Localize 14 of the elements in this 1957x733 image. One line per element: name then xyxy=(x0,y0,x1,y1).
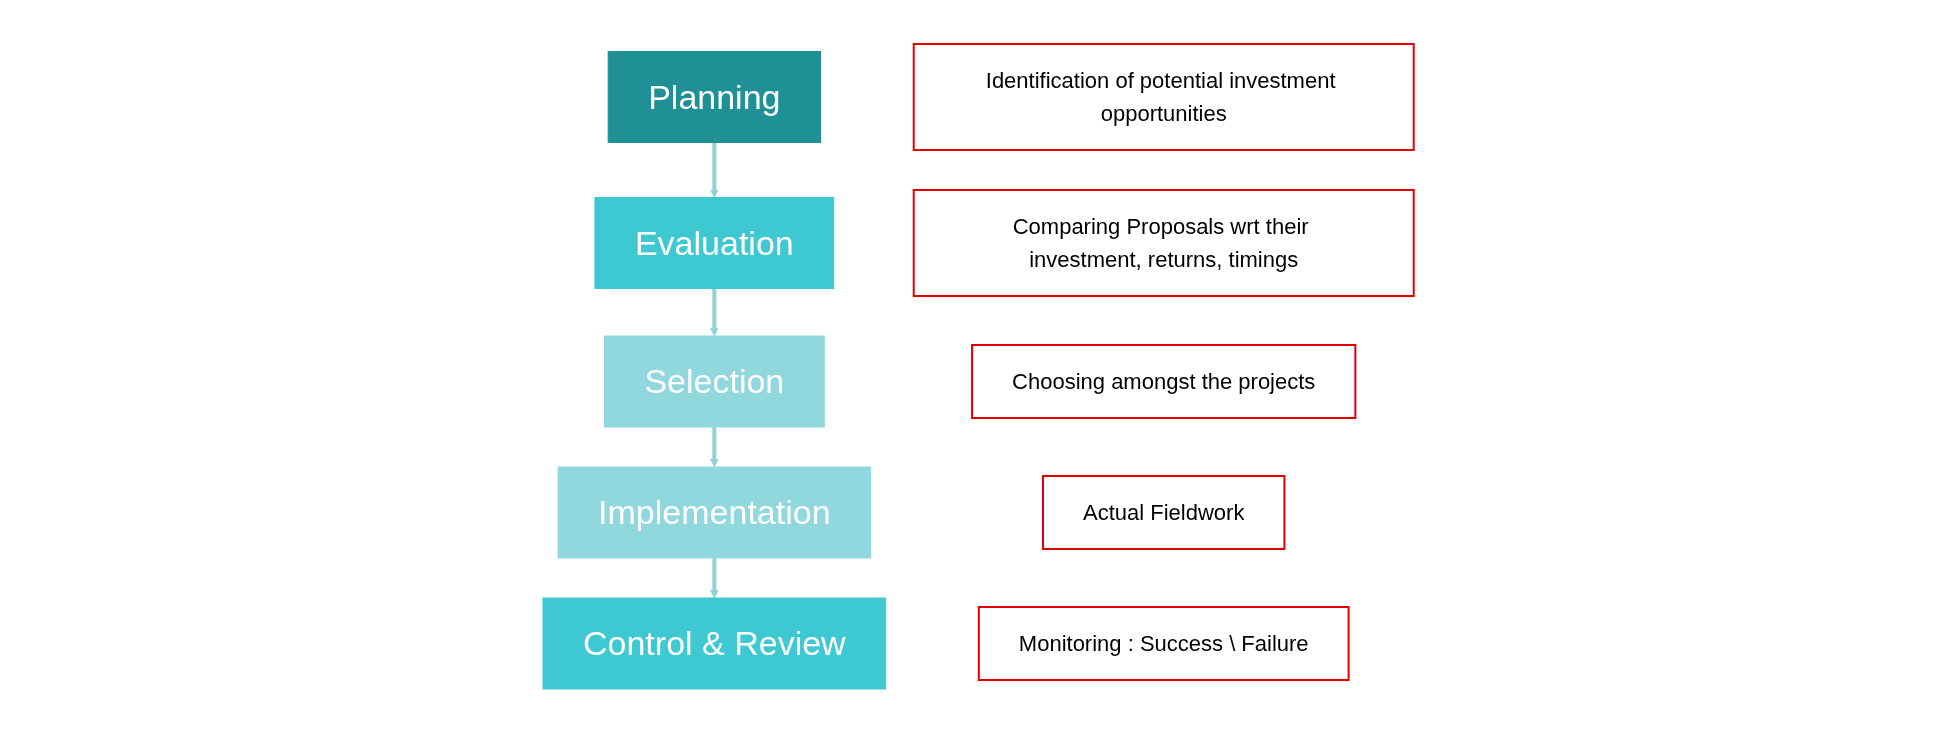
node-box: Choosing amongst the projects xyxy=(971,344,1357,419)
node-box: Selection xyxy=(604,335,825,428)
arrow xyxy=(710,288,719,337)
node-box: Evaluation xyxy=(594,197,835,289)
node-box: Comparing Proposals wrt their investment, returns, timings xyxy=(912,189,1415,297)
node-box: Monitoring : Success \ Failure xyxy=(977,606,1350,681)
node-box: Planning xyxy=(607,51,822,143)
node-box: Identification of potential investment opportunities xyxy=(912,43,1415,151)
arrow xyxy=(710,427,719,468)
arrow xyxy=(710,142,719,198)
arrow xyxy=(710,558,719,599)
node-box: Actual Fieldwork xyxy=(1042,475,1286,550)
node-box: Control & Review xyxy=(542,597,887,690)
node-box: Implementation xyxy=(557,466,872,559)
